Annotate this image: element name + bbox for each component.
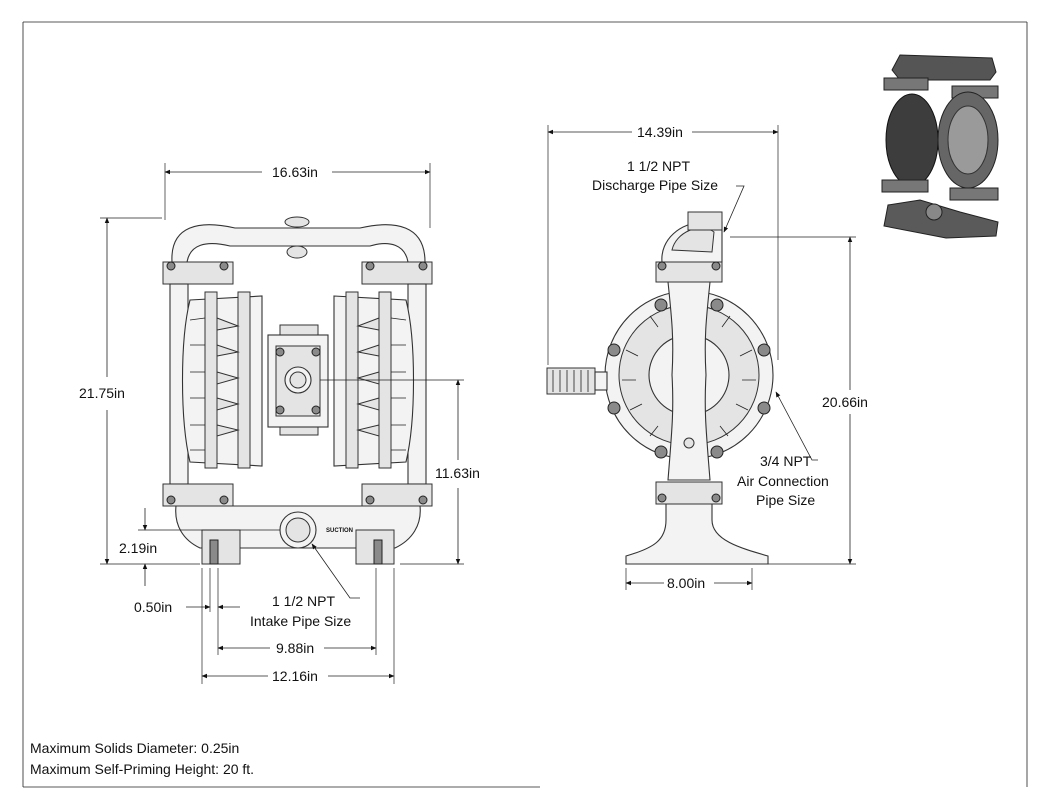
- dim-side-base: 8.00in: [667, 575, 705, 591]
- dim-front-height: 21.75in: [79, 385, 125, 401]
- intake-callout-size: 1 1/2 NPT: [272, 593, 335, 609]
- pump-front-view: SUCTION: [162, 216, 433, 565]
- discharge-callout-size: 1 1/2 NPT: [627, 158, 690, 174]
- front-dimensions: 16.63in 21.75in 11.63in 2.19in 0.50in 9.…: [79, 163, 480, 684]
- side-dimensions: 14.39in 20.66in 8.00in 1 1/2 NPT Dischar…: [547, 124, 868, 591]
- suction-label: SUCTION: [326, 528, 353, 534]
- dim-outlet-height: 11.63in: [435, 465, 480, 481]
- dim-foot-width: 0.50in: [134, 599, 172, 615]
- air-callout-pipe: Pipe Size: [756, 492, 815, 508]
- discharge-callout-label: Discharge Pipe Size: [592, 177, 718, 193]
- dim-base-width: 12.16in: [272, 668, 318, 684]
- air-callout-label: Air Connection: [737, 473, 829, 489]
- max-priming-note: Maximum Self-Priming Height: 20 ft.: [30, 761, 255, 777]
- air-callout-size: 3/4 NPT: [760, 453, 812, 469]
- dim-base-height: 2.19in: [119, 540, 157, 556]
- dim-bolt-span: 9.88in: [276, 640, 314, 656]
- max-solids-note: Maximum Solids Diameter: 0.25in: [30, 740, 240, 756]
- dim-front-width: 16.63in: [272, 164, 318, 180]
- dim-side-width: 14.39in: [637, 124, 683, 140]
- intake-callout-label: Intake Pipe Size: [250, 613, 351, 629]
- drawing-border: [22, 21, 1028, 788]
- dim-side-height: 20.66in: [822, 394, 868, 410]
- pump-side-view: [546, 211, 774, 565]
- pump-isometric-image: [881, 54, 999, 239]
